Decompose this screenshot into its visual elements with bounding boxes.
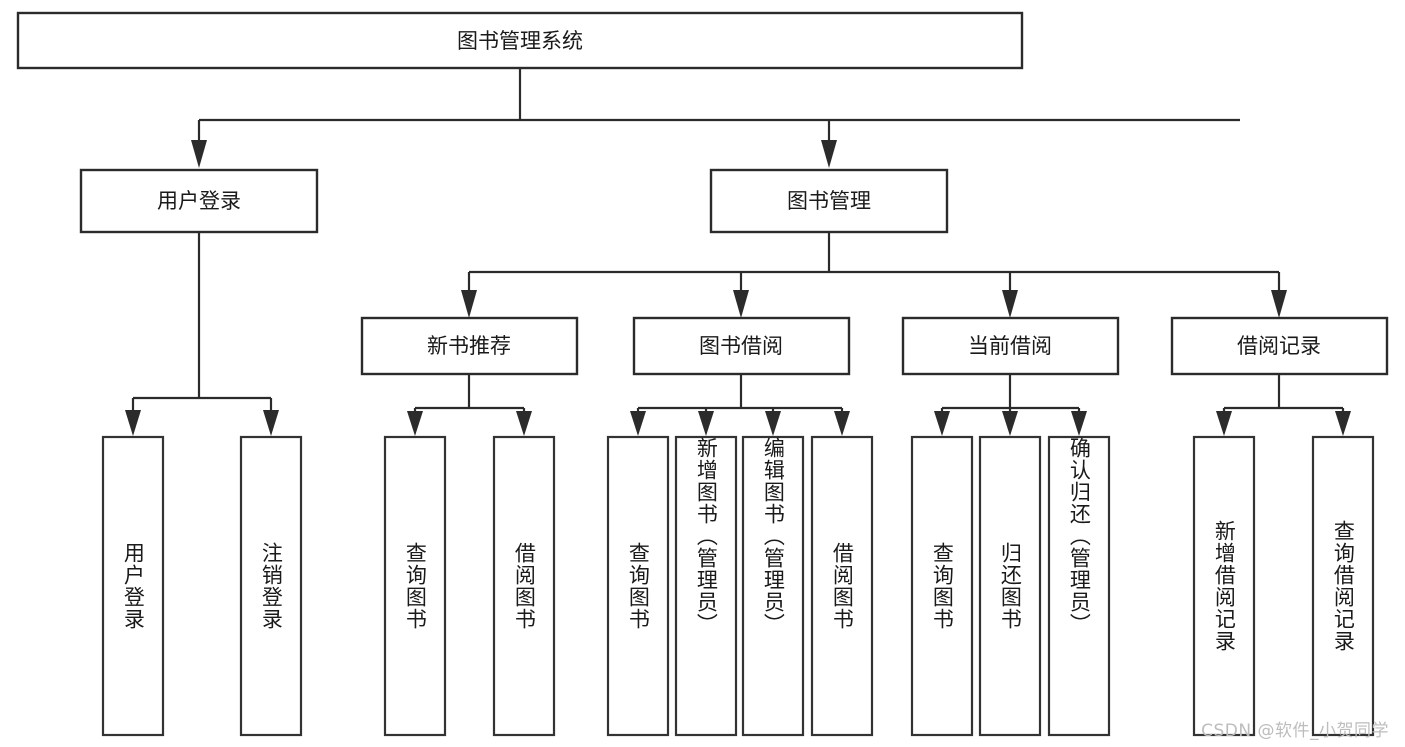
node-book-borrow[interactable]: 图书借阅 xyxy=(632,316,851,376)
arrow-head-icon xyxy=(934,411,950,436)
node-new-book-recommend-box xyxy=(360,316,579,376)
node-current-borrow-label: 当前借阅 xyxy=(968,334,1052,358)
arrow-head-icon xyxy=(1335,411,1351,436)
edge-current-borrow-to-leaves xyxy=(934,374,1087,436)
leaf-box-borrow-book-1[interactable] xyxy=(492,435,556,737)
leaf-box-confirm-return-admin[interactable] xyxy=(1047,435,1111,737)
node-borrow-record-label: 借阅记录 xyxy=(1237,334,1321,358)
node-user-login-label: 用户登录 xyxy=(157,189,241,213)
leaf-box-logout-login[interactable] xyxy=(239,435,303,737)
arrow-head-icon xyxy=(1271,290,1287,318)
arrow-head-icon xyxy=(461,290,477,318)
leaf-box-add-book-admin[interactable] xyxy=(674,435,738,737)
arrow-head-icon xyxy=(698,411,714,436)
arrow-head-icon xyxy=(1002,290,1018,318)
leaf-box-query-book-2[interactable] xyxy=(606,435,670,737)
arrow-head-icon xyxy=(834,411,850,436)
node-new-book-recommend[interactable]: 新书推荐 xyxy=(360,316,579,376)
node-current-borrow-box xyxy=(901,316,1120,376)
node-new-book-recommend-label: 新书推荐 xyxy=(427,334,511,358)
leaf-box-return-book[interactable] xyxy=(978,435,1042,737)
edge-book-borrow-to-leaves xyxy=(630,374,850,436)
node-borrow-record[interactable]: 借阅记录 xyxy=(1170,316,1389,376)
arrow-head-icon xyxy=(630,411,646,436)
arrow-head-icon xyxy=(765,411,781,436)
leaf-box-add-borrow-record[interactable] xyxy=(1192,435,1256,737)
node-root-box xyxy=(16,11,1024,70)
node-user-login-box xyxy=(79,168,319,234)
leaf-box-query-book-3[interactable] xyxy=(910,435,974,737)
node-book-borrow-label: 图书借阅 xyxy=(699,334,783,358)
arrow-head-icon xyxy=(191,140,207,168)
arrow-head-icon xyxy=(821,140,837,168)
node-book-management[interactable]: 图书管理 xyxy=(709,168,949,234)
arrow-head-icon xyxy=(1071,411,1087,436)
leaf-box-edit-book-admin[interactable] xyxy=(741,435,805,737)
leaf-box-query-book-1[interactable] xyxy=(383,435,447,737)
arrow-head-icon xyxy=(1002,411,1018,436)
leaf-box-query-borrow-record[interactable] xyxy=(1311,435,1375,737)
edge-user-login-to-leaves xyxy=(125,232,279,436)
arrow-head-icon xyxy=(516,411,532,436)
edge-borrow-record-to-leaves xyxy=(1216,374,1351,436)
edge-new-book-recommend-to-leaves xyxy=(407,374,532,436)
node-book-management-label: 图书管理 xyxy=(787,189,871,213)
arrow-head-icon xyxy=(263,410,279,436)
arrow-head-icon xyxy=(1216,411,1232,436)
node-current-borrow[interactable]: 当前借阅 xyxy=(901,316,1120,376)
leaf-box-borrow-book-2[interactable] xyxy=(810,435,874,737)
edge-root-to-level1 xyxy=(191,68,1240,168)
arrow-head-icon xyxy=(407,411,423,436)
node-root-label: 图书管理系统 xyxy=(457,29,583,53)
node-user-login[interactable]: 用户登录 xyxy=(79,168,319,234)
edge-book-management-to-level2 xyxy=(461,232,1287,318)
leaf-box-user-login[interactable] xyxy=(101,435,165,737)
arrow-head-icon xyxy=(125,410,141,436)
arrow-head-icon xyxy=(733,290,749,318)
node-root[interactable]: 图书管理系统 xyxy=(16,11,1024,70)
